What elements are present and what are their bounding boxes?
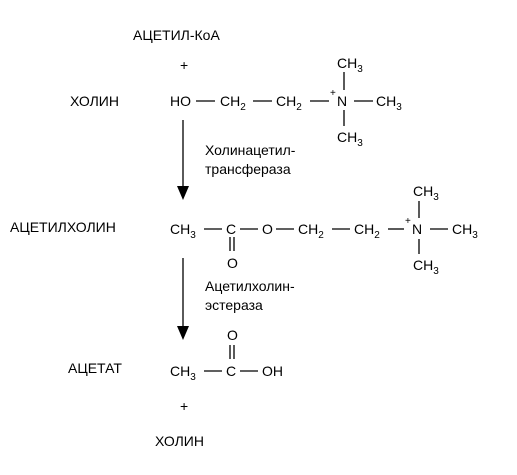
nitrogen-atom: N — [412, 221, 422, 237]
enzyme-1-line-1: Холинацетил- — [205, 142, 296, 158]
ch3-group: CH3 — [376, 93, 402, 113]
ch2-group: CH2 — [354, 221, 380, 241]
enzyme-2-line-2: эстераза — [205, 297, 263, 313]
reaction-arrow-1 — [177, 120, 189, 200]
oxygen-atom: O — [262, 221, 273, 237]
acetylcholine-formula: CH3 C O O CH2 CH2 + N CH3 CH3 CH3 — [170, 183, 478, 277]
oh-group: OH — [262, 363, 283, 379]
choline-label: ХОЛИН — [70, 93, 119, 109]
ch3-group: CH3 — [170, 363, 196, 383]
nitrogen-atom: N — [337, 93, 347, 109]
acetyl-coa-label: АЦЕТИЛ-КоА — [133, 27, 220, 43]
ch3-group: CH3 — [170, 221, 196, 241]
ch3-group: CH3 — [413, 257, 439, 277]
positive-charge: + — [330, 88, 336, 99]
ch2-group: CH2 — [276, 93, 302, 113]
carbon-atom: C — [226, 363, 236, 379]
ch2-group: CH2 — [298, 221, 324, 241]
carbon-atom: C — [226, 221, 236, 237]
acetylcholine-label: АЦЕТИЛХОЛИН — [10, 219, 116, 235]
choline-formula: HO CH2 CH2 + N CH3 CH3 CH3 — [170, 55, 402, 149]
acetate-formula: O CH3 C OH — [170, 327, 283, 383]
choline-bottom-label: ХОЛИН — [155, 433, 204, 449]
ch3-group: CH3 — [413, 183, 439, 203]
reaction-arrow-2 — [177, 258, 189, 340]
ch2-group: CH2 — [220, 93, 246, 113]
plus-sign-1: + — [180, 57, 188, 73]
enzyme-2-line-1: Ацетилхолин- — [205, 278, 295, 294]
acetate-label: АЦЕТАТ — [68, 360, 122, 376]
ch3-group: CH3 — [337, 129, 363, 149]
ho-group: HO — [170, 93, 191, 109]
oxygen-atom: O — [227, 255, 238, 271]
ch3-group: CH3 — [452, 221, 478, 241]
positive-charge: + — [405, 216, 411, 227]
plus-sign-2: + — [180, 398, 188, 414]
oxygen-atom: O — [227, 327, 238, 343]
enzyme-1-line-2: трансфераза — [205, 161, 291, 177]
ch3-group: CH3 — [337, 55, 363, 75]
